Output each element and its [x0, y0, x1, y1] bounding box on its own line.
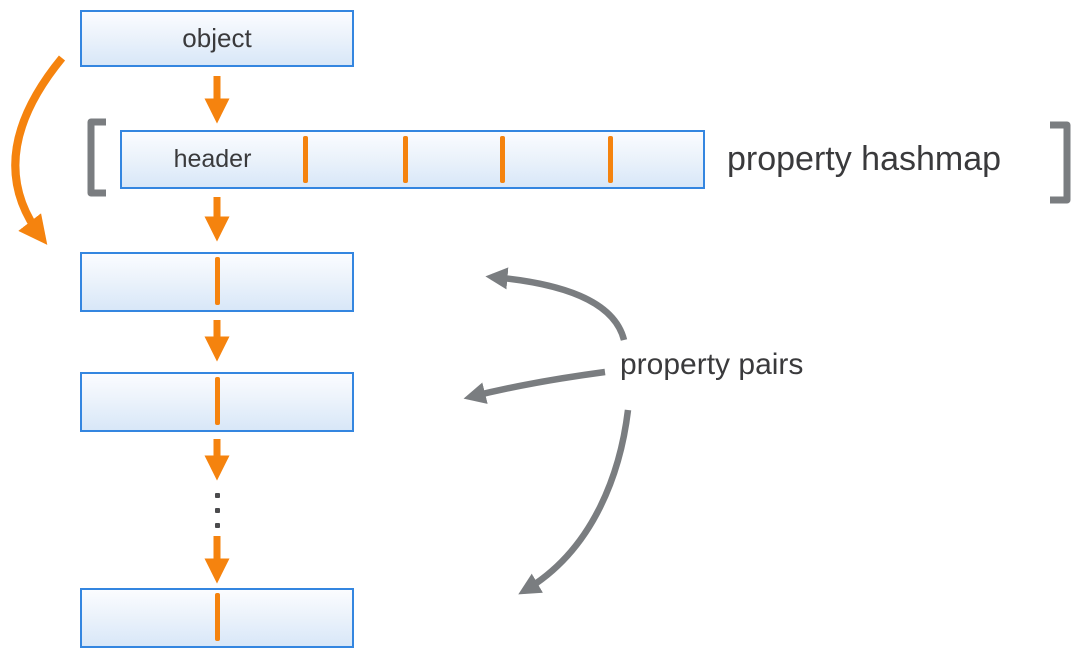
header-label: header [173, 145, 252, 173]
property-pair-box-1 [80, 252, 354, 312]
hashmap-header-box: header [120, 130, 705, 189]
ellipsis-dot [215, 508, 220, 513]
object-box: object [80, 10, 354, 67]
header-cell-divider [303, 136, 308, 183]
object-label: object [182, 23, 252, 53]
right-bracket [1050, 121, 1071, 204]
header-cell-divider [500, 136, 505, 183]
pair-box-divider [215, 377, 220, 425]
property-hashmap-label: property hashmap [727, 140, 1002, 178]
pair-box-divider [215, 593, 220, 641]
ellipsis-dot [215, 523, 220, 528]
header-cell-divider [608, 136, 613, 183]
property-pair-box-2 [80, 372, 354, 432]
arrow-pairs-to-pair3 [518, 409, 632, 595]
left-bracket [87, 118, 106, 197]
arrow-object-to-pair1-curved [11, 55, 66, 245]
property-pair-box-3 [80, 588, 354, 648]
header-cell-divider [403, 136, 408, 183]
header-cell: header [122, 132, 303, 187]
arrow-pairs-to-pair1 [485, 267, 628, 341]
pair-box-divider [215, 257, 220, 305]
ellipsis-dot [215, 493, 220, 498]
vertical-ellipsis-icon [215, 493, 220, 528]
arrow-pairs-to-pair2 [463, 368, 606, 404]
property-pairs-label: property pairs [620, 348, 804, 381]
